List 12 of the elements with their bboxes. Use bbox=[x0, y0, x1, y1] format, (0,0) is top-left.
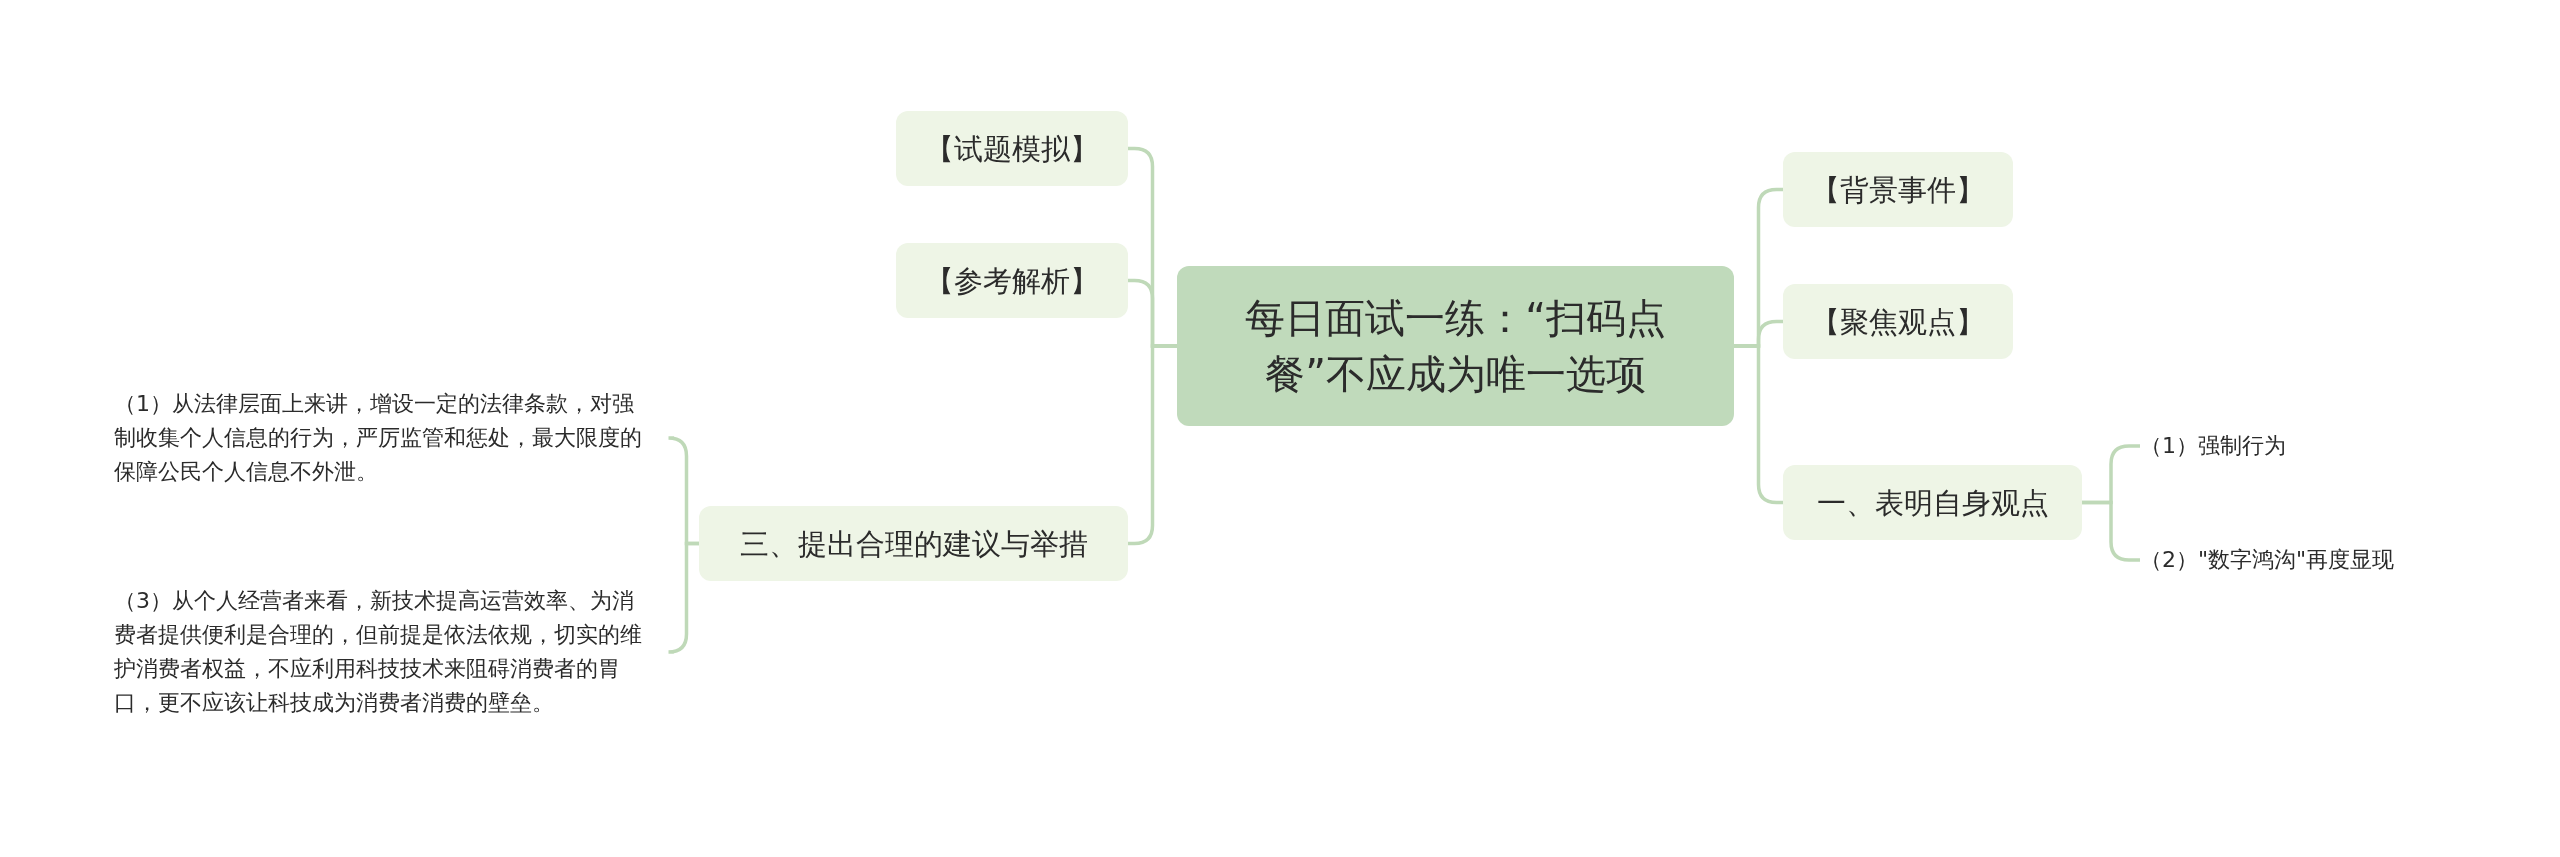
note-text: （3）从个人经营者来看，新技术提高运营效率、为消费者提供便利是合理的，但前提是依法依规，切实的维护消费者权益，不应利用科技技术来阻碍消费者的胃口，更不应该让科技成为消费者消费的壁垒。 bbox=[114, 564, 674, 740]
branch-box: 【聚焦观点】 bbox=[1783, 284, 2013, 359]
note-text: （1）从法律层面上来讲，增设一定的法律条款，对强制收集个人信息的行为，严厉监管和惩处，最大限度的保障公民个人信息不外泄。 bbox=[114, 385, 674, 491]
branch-box: 【参考解析】 bbox=[896, 243, 1128, 318]
branch-box: 【试题模拟】 bbox=[896, 111, 1128, 186]
topic-box: 每日面试一练：“扫码点餐”不应成为唯一选项 bbox=[1177, 266, 1734, 426]
branch-box: 【背景事件】 bbox=[1783, 152, 2013, 227]
branch-box: 三、提出合理的建议与举措 bbox=[699, 506, 1128, 581]
note-text: （1）强制行为 bbox=[2140, 428, 2380, 464]
connector-line bbox=[666, 541, 699, 654]
branch-box: 一、表明自身观点 bbox=[1783, 465, 2082, 540]
note-text: （2）"数字鸿沟"再度显现 bbox=[2140, 542, 2500, 578]
